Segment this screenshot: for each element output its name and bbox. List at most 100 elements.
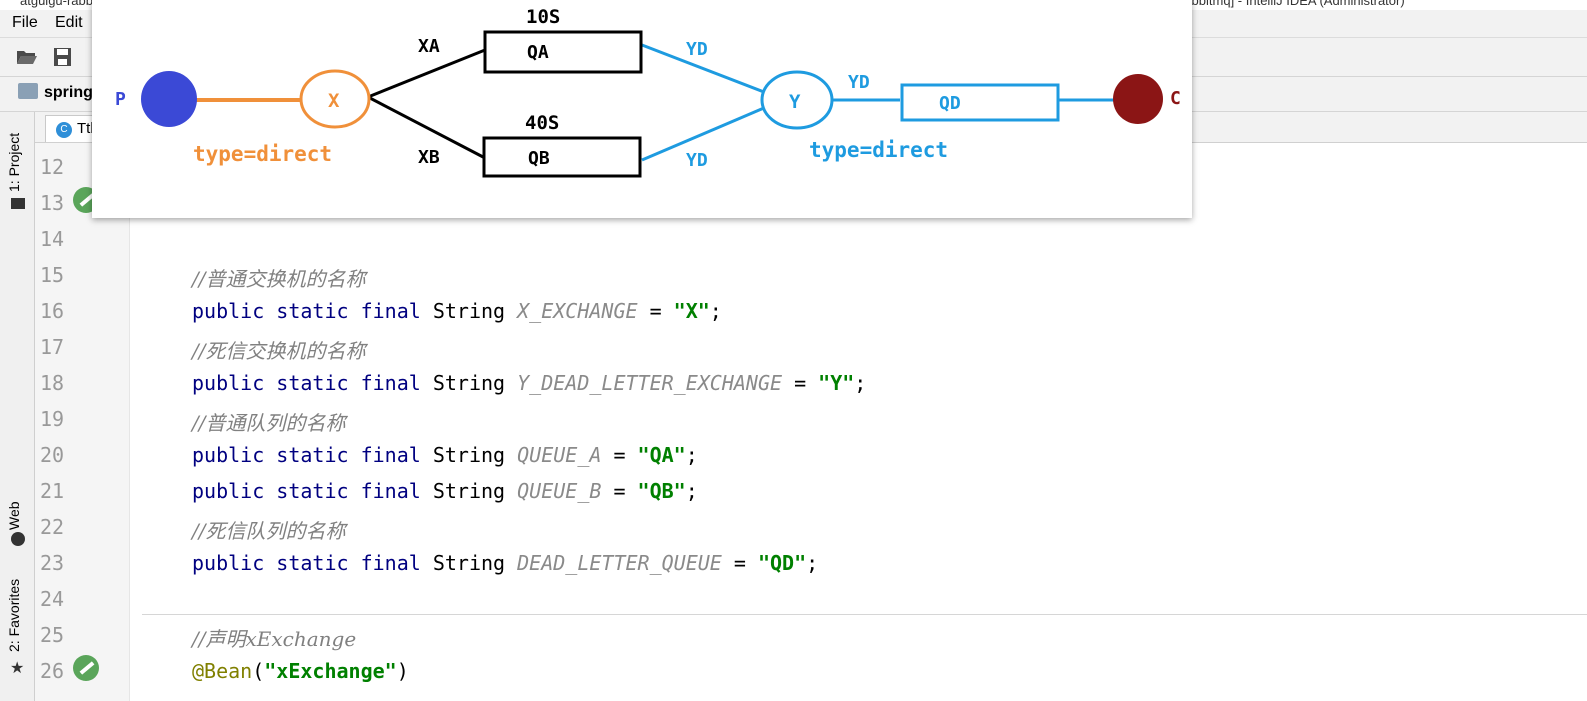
string-literal: "Y" — [818, 371, 855, 395]
tool-tab-project[interactable]: 1: Project — [6, 132, 22, 192]
menu-edit[interactable]: Edit — [55, 14, 83, 31]
line-number: 25 — [40, 623, 65, 647]
open-folder-icon[interactable] — [16, 47, 38, 67]
keyword: public static final — [192, 371, 421, 395]
line-number: 14 — [40, 227, 65, 251]
code-line-19: //普通队列的名称 — [192, 407, 345, 436]
type: String — [432, 479, 506, 503]
line-number-gutter — [35, 143, 130, 701]
line-number: 23 — [40, 551, 65, 575]
code-line-25: //声明xExchange — [192, 623, 356, 652]
string-literal: "QB" — [637, 479, 686, 503]
route-key-xa: XA — [418, 36, 440, 57]
consumer-node — [1113, 74, 1163, 124]
constant-name: Y_DEAD_LETTER_EXCHANGE — [517, 371, 783, 395]
equals: = — [601, 443, 638, 467]
code-line-26: @Bean("xExchange") — [192, 659, 409, 683]
favorites-star-icon: ★ — [10, 658, 25, 677]
comment: //普通交换机的名称 — [192, 267, 366, 291]
breadcrumb-module: spring — [44, 84, 93, 101]
type: String — [432, 443, 506, 467]
string-literal: "xExchange" — [264, 659, 397, 683]
equals: = — [601, 479, 638, 503]
qb-to-y-edge — [641, 106, 765, 162]
diagram-canvas: P C X Y type=direct type=direct XA XB 10… — [115, 6, 1181, 178]
tool-tab-favorites[interactable]: 2: Favorites — [6, 578, 22, 652]
line-number: 21 — [40, 479, 65, 503]
semicolon: ; — [685, 443, 698, 467]
keyword: public static final — [192, 443, 421, 467]
comment: //死信交换机的名称 — [192, 339, 366, 363]
code-line-22: //死信队列的名称 — [192, 515, 345, 544]
code-line-17: //死信交换机的名称 — [192, 335, 365, 364]
class-icon: C — [56, 122, 72, 138]
save-icon[interactable] — [52, 47, 74, 67]
line-number: 17 — [40, 335, 65, 359]
code-line-15: //普通交换机的名称 — [192, 263, 365, 292]
annotation: @Bean — [192, 659, 253, 683]
line-number: 13 — [40, 191, 65, 215]
queue-qa-node — [483, 30, 643, 74]
keyword: public static final — [192, 551, 421, 575]
x-to-qa-edge — [367, 48, 486, 99]
string-literal: "QD" — [757, 551, 807, 575]
line-number: 22 — [40, 515, 65, 539]
producer-node — [141, 71, 197, 127]
code-line-20: public static final String QUEUE_A = "QA… — [192, 443, 698, 467]
equals: = — [721, 551, 758, 575]
equals: = — [637, 299, 674, 323]
project-folder-icon — [11, 198, 25, 209]
route-key-yd-bottom: YD — [686, 150, 708, 171]
comment: //死信队列的名称 — [192, 519, 346, 543]
queue-qa-label: QA — [527, 42, 549, 63]
semicolon: ; — [806, 551, 819, 575]
bean-gutter-icon-26[interactable] — [73, 655, 99, 681]
line-number: 18 — [40, 371, 65, 395]
right-exchange-type: type=direct — [809, 138, 948, 162]
method-separator — [142, 614, 1587, 615]
exchange-x-label: X — [328, 90, 340, 112]
module-folder-icon — [18, 83, 38, 99]
exchange-x-node — [299, 69, 371, 129]
code-editor[interactable] — [130, 143, 1587, 701]
string-literal: "QA" — [637, 443, 686, 467]
menu-file[interactable]: File — [12, 14, 38, 31]
ttl-qb-label: 40S — [525, 112, 559, 134]
queue-qb-label: QB — [528, 148, 550, 169]
left-exchange-type: type=direct — [193, 142, 332, 166]
route-key-yd-right: YD — [848, 72, 870, 93]
consumer-label: C — [1170, 88, 1181, 109]
window-title-right: rabbitmq] - IntelliJ IDEA (Administrator… — [1180, 0, 1405, 8]
type: String — [432, 299, 506, 323]
code-line-18: public static final String Y_DEAD_LETTER… — [192, 371, 866, 395]
constant-name: DEAD_LETTER_QUEUE — [517, 551, 722, 575]
semicolon: ; — [854, 371, 867, 395]
line-number: 20 — [40, 443, 65, 467]
line-number: 26 — [40, 659, 65, 683]
line-number: 19 — [40, 407, 65, 431]
keyword: public static final — [192, 479, 421, 503]
code-line-21: public static final String QUEUE_B = "QB… — [192, 479, 698, 503]
comment: //普通队列的名称 — [192, 411, 346, 435]
constant-name: QUEUE_A — [517, 443, 602, 467]
exchange-y-label: Y — [789, 91, 801, 113]
keyword: public static final — [192, 299, 421, 323]
line-number: 16 — [40, 299, 65, 323]
route-key-yd-top: YD — [686, 39, 708, 60]
producer-label: P — [115, 89, 126, 110]
queue-qd-label: QD — [939, 93, 961, 114]
x-to-qb-edge — [367, 95, 486, 160]
exchange-y-node — [760, 70, 834, 130]
line-number: 15 — [40, 263, 65, 287]
dead-letter-diagram: P C X Y type=direct type=direct XA XB 10… — [92, 0, 1192, 218]
left-tool-window-strip: 1: Project Web 2: Favorites ★ — [0, 112, 35, 701]
breadcrumb[interactable]: spring — [18, 83, 93, 102]
constant-name: X_EXCHANGE — [517, 299, 638, 323]
ttl-qa-label: 10S — [526, 6, 560, 28]
queue-qd-node — [900, 83, 1060, 122]
queue-qb-node — [482, 136, 642, 178]
tool-tab-web[interactable]: Web — [6, 501, 22, 530]
web-globe-icon — [11, 532, 25, 546]
type: String — [432, 551, 506, 575]
equals: = — [782, 371, 819, 395]
